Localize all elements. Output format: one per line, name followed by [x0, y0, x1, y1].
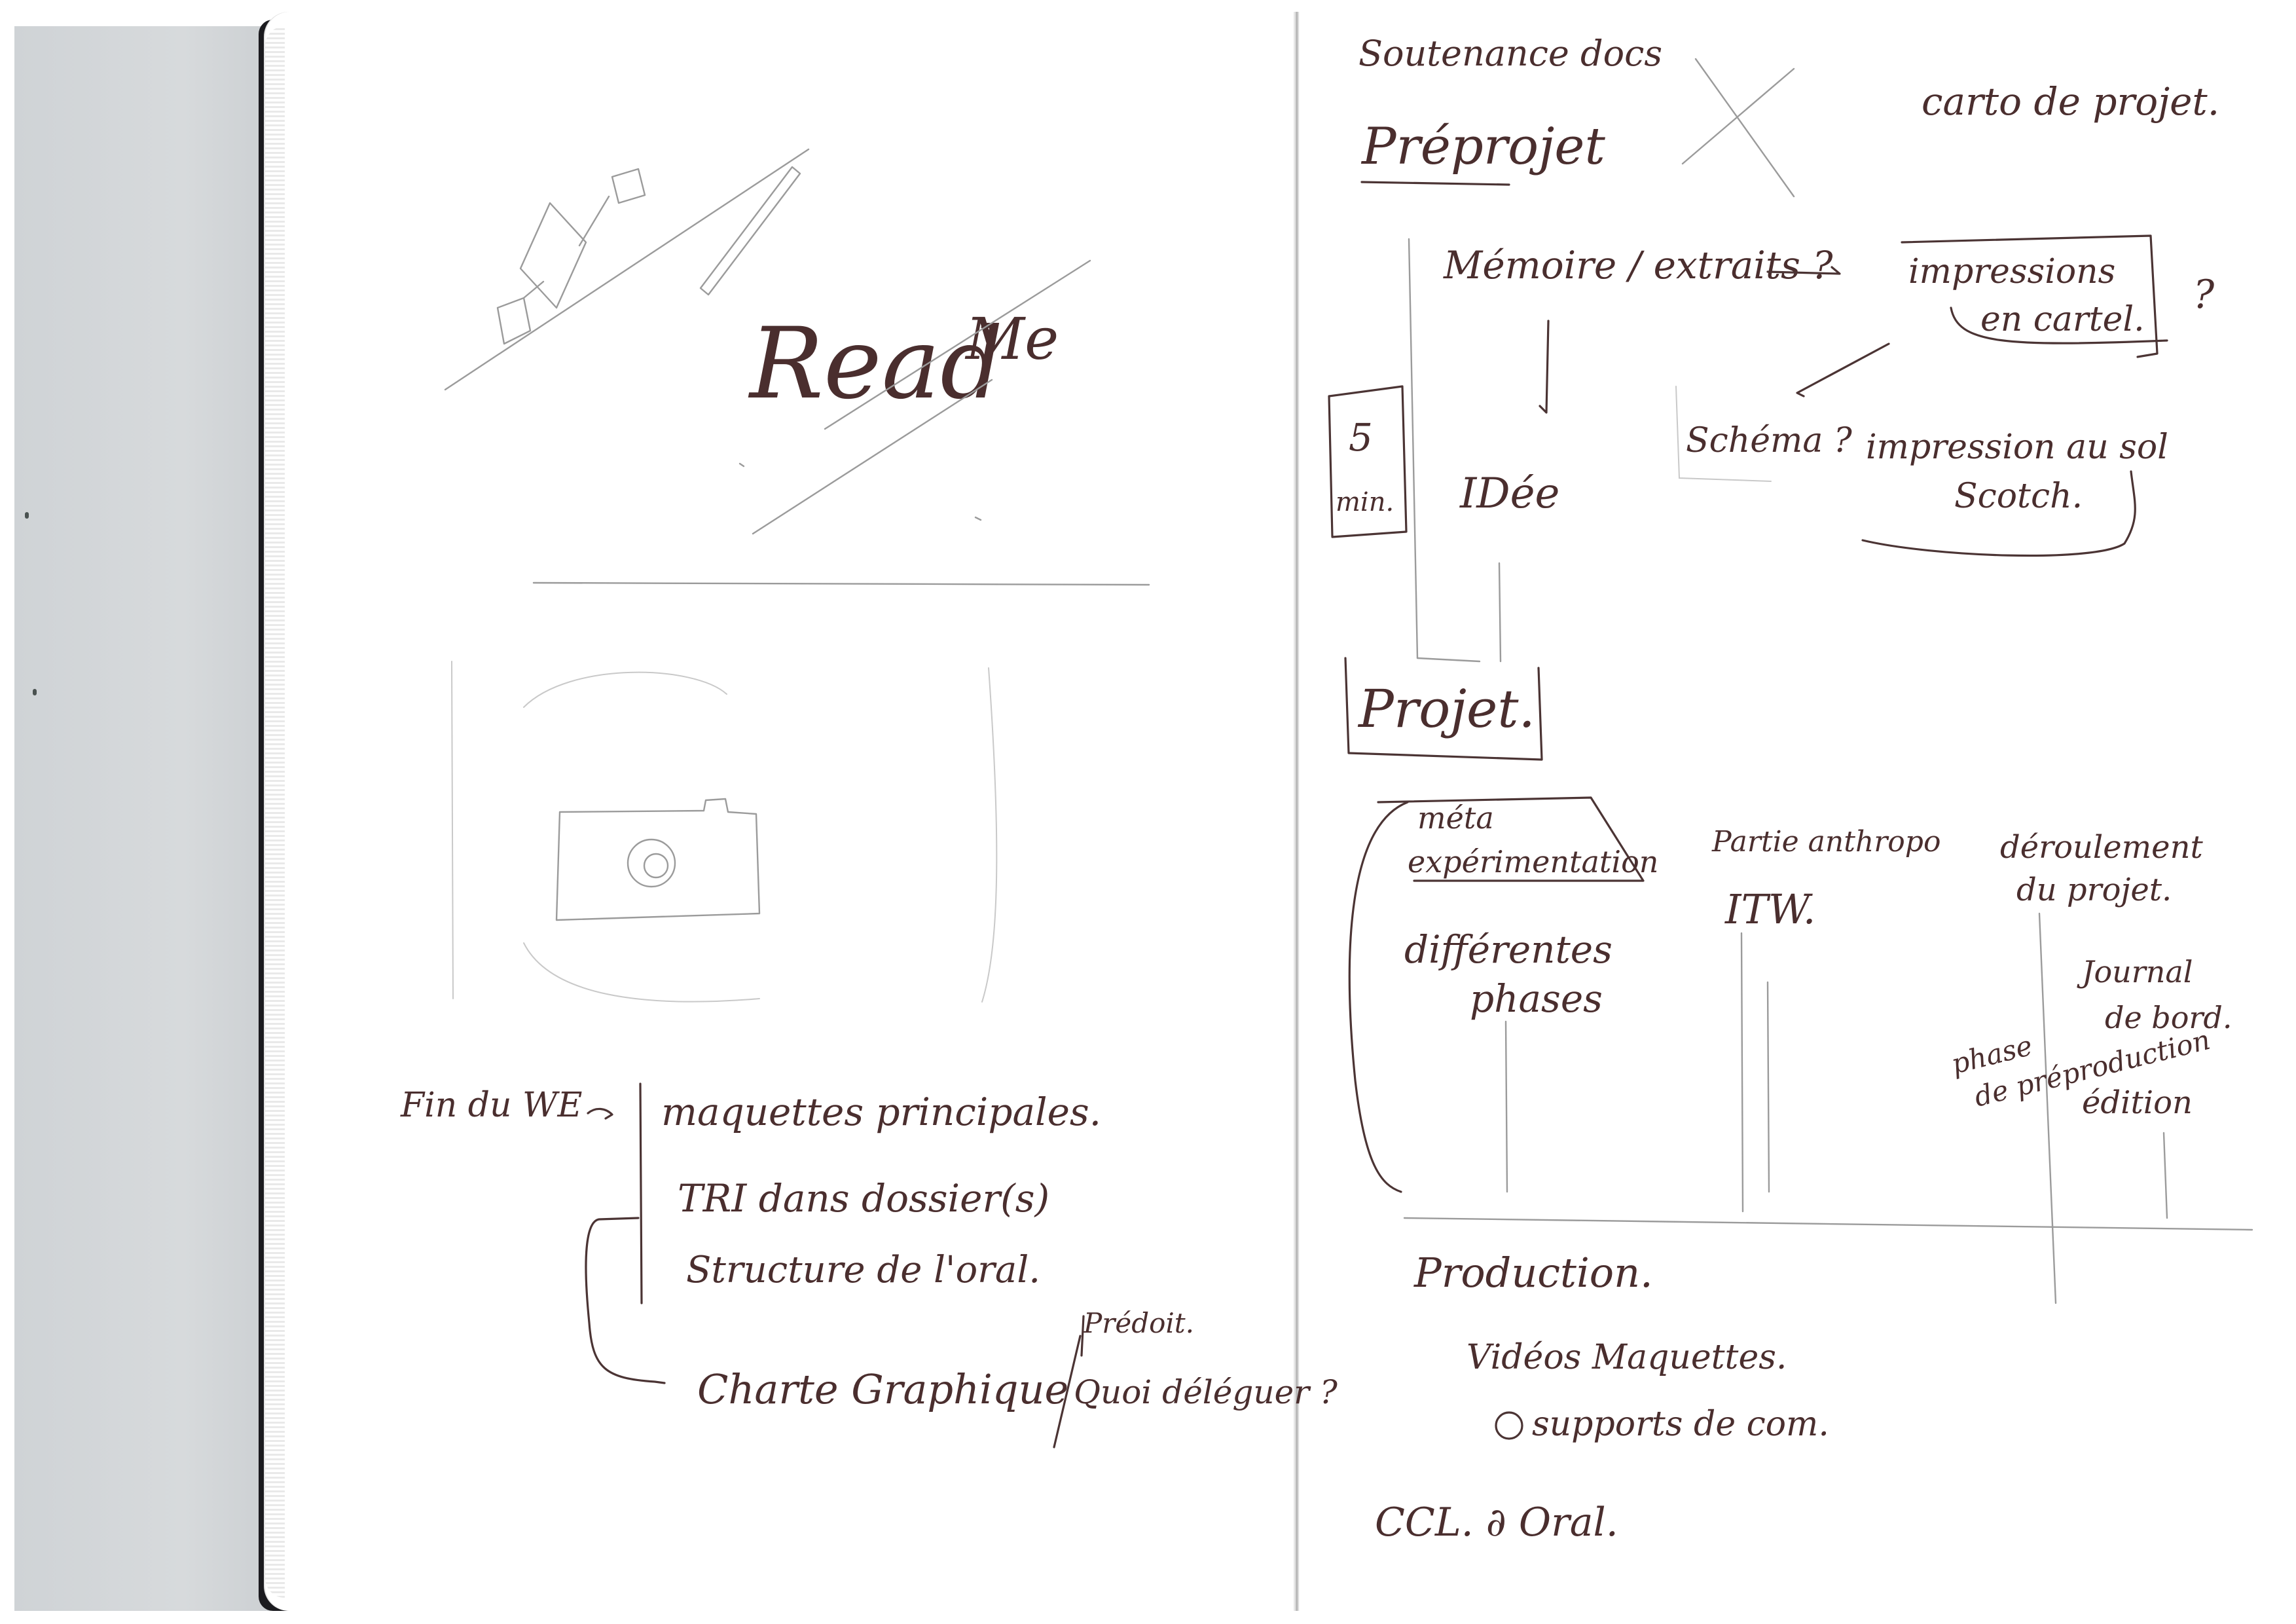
memoire-note: Mémoire / extraits ? — [1443, 243, 1833, 287]
impressions-box — [1901, 234, 2159, 358]
grey-surface — [14, 26, 296, 1611]
production-item: Vidéos Maquettes. — [1467, 1338, 1787, 1377]
deroulement-note: du projet. — [2016, 872, 2172, 908]
arrow-icon — [1796, 342, 1890, 397]
title-underline — [1360, 181, 1510, 186]
impression-sol-note: impression au sol — [1866, 428, 2168, 467]
anthropo-note: ITW. — [1724, 885, 1815, 933]
projet-box — [1344, 657, 1543, 761]
section-title: Préprojet — [1360, 117, 1605, 176]
timeline-line — [1498, 562, 1502, 663]
impressions-box — [1950, 306, 2168, 344]
timeline-line — [1416, 657, 1481, 663]
slash-divider — [1053, 1335, 1082, 1449]
branch-arrow — [585, 1217, 666, 1384]
arrow-icon — [587, 1107, 613, 1120]
page-edges — [265, 26, 285, 1598]
bracket-curve — [1348, 801, 1409, 1193]
branch-line — [2038, 912, 2057, 1304]
title-me: Me — [964, 305, 1059, 373]
arrow-icon — [1766, 266, 1841, 275]
header-note: carto de projet. — [1922, 79, 2219, 124]
branch-note: Quoi déléguer ? — [1074, 1373, 1338, 1411]
branch-line — [1740, 932, 1744, 1213]
impression-sol-note: Scotch. — [1954, 477, 2083, 516]
impression-sol-box — [1861, 470, 2136, 557]
checklist-item: Structure de l'oral. — [686, 1249, 1040, 1291]
strike-line — [824, 259, 1091, 430]
bracket-line — [639, 1082, 643, 1304]
question-mark: ? — [2193, 272, 2215, 318]
section-title: Production. — [1413, 1249, 1653, 1297]
duration-box — [1328, 385, 1408, 538]
section-divider — [532, 581, 1150, 586]
branch-label: Charte Graphique — [697, 1365, 1068, 1413]
bullet-icon — [1495, 1411, 1523, 1440]
right-page: Soutenance docs carto de projet. Préproj… — [1328, 33, 2253, 1545]
branch-note: Prédoit. — [1083, 1307, 1194, 1339]
note-mark — [1080, 1315, 1085, 1357]
production-item: supports de com. — [1532, 1405, 1829, 1444]
strike-line-lower — [752, 378, 993, 535]
meta-box — [1377, 796, 1645, 882]
edition-note: édition — [2082, 1084, 2193, 1121]
header-note: Soutenance docs — [1358, 33, 1662, 74]
impressions-note: en cartel. — [1980, 300, 2145, 339]
branch-line — [1504, 1020, 1508, 1193]
schema-box — [1675, 386, 1772, 482]
impressions-note: impressions — [1908, 252, 2115, 291]
duration-note: min. — [1336, 487, 1394, 517]
journal-note: Journal — [2077, 954, 2193, 989]
title-read: Read — [748, 307, 1003, 421]
left-page: Read Me Fin du WE maquettes principales.… — [400, 148, 1338, 1449]
meta-note: expérimentation — [1408, 844, 1658, 879]
speck — [33, 689, 37, 695]
checklist-item: TRI dans dossier(s) — [678, 1176, 1049, 1221]
schema-note: Schéma ? — [1686, 421, 1853, 460]
branch-line — [1766, 981, 1770, 1193]
timeline-line — [1408, 238, 1419, 659]
idee-note: IDée — [1459, 470, 1559, 518]
checklist-item: maquettes principales. — [661, 1090, 1101, 1134]
footer-note: CCL. ∂ Oral. — [1375, 1500, 1618, 1545]
arrow-icon — [1539, 320, 1550, 414]
phases-note: phases — [1470, 976, 1603, 1021]
pencil-stroke — [444, 148, 810, 391]
section-title: Projet. — [1357, 678, 1535, 739]
satellite-doodle — [496, 166, 801, 345]
pencil-dot — [974, 516, 982, 521]
camera-sketch — [451, 661, 998, 1003]
checklist-heading: Fin du WE — [400, 1086, 582, 1125]
speck — [25, 512, 29, 519]
baseline — [1403, 1217, 2253, 1231]
branch-line — [2162, 1132, 2168, 1219]
cross-mark — [1681, 58, 1795, 198]
journal-note: de bord. — [2105, 1000, 2232, 1035]
notebook-gutter — [1293, 12, 1300, 1611]
deroulement-note: déroulement — [2000, 829, 2203, 866]
phases-note: différentes — [1404, 927, 1613, 972]
anthropo-note: Partie anthropo — [1711, 825, 1941, 858]
duration-note: 5 — [1349, 415, 1373, 460]
meta-note: méta — [1417, 800, 1494, 836]
pencil-dot — [738, 462, 745, 468]
